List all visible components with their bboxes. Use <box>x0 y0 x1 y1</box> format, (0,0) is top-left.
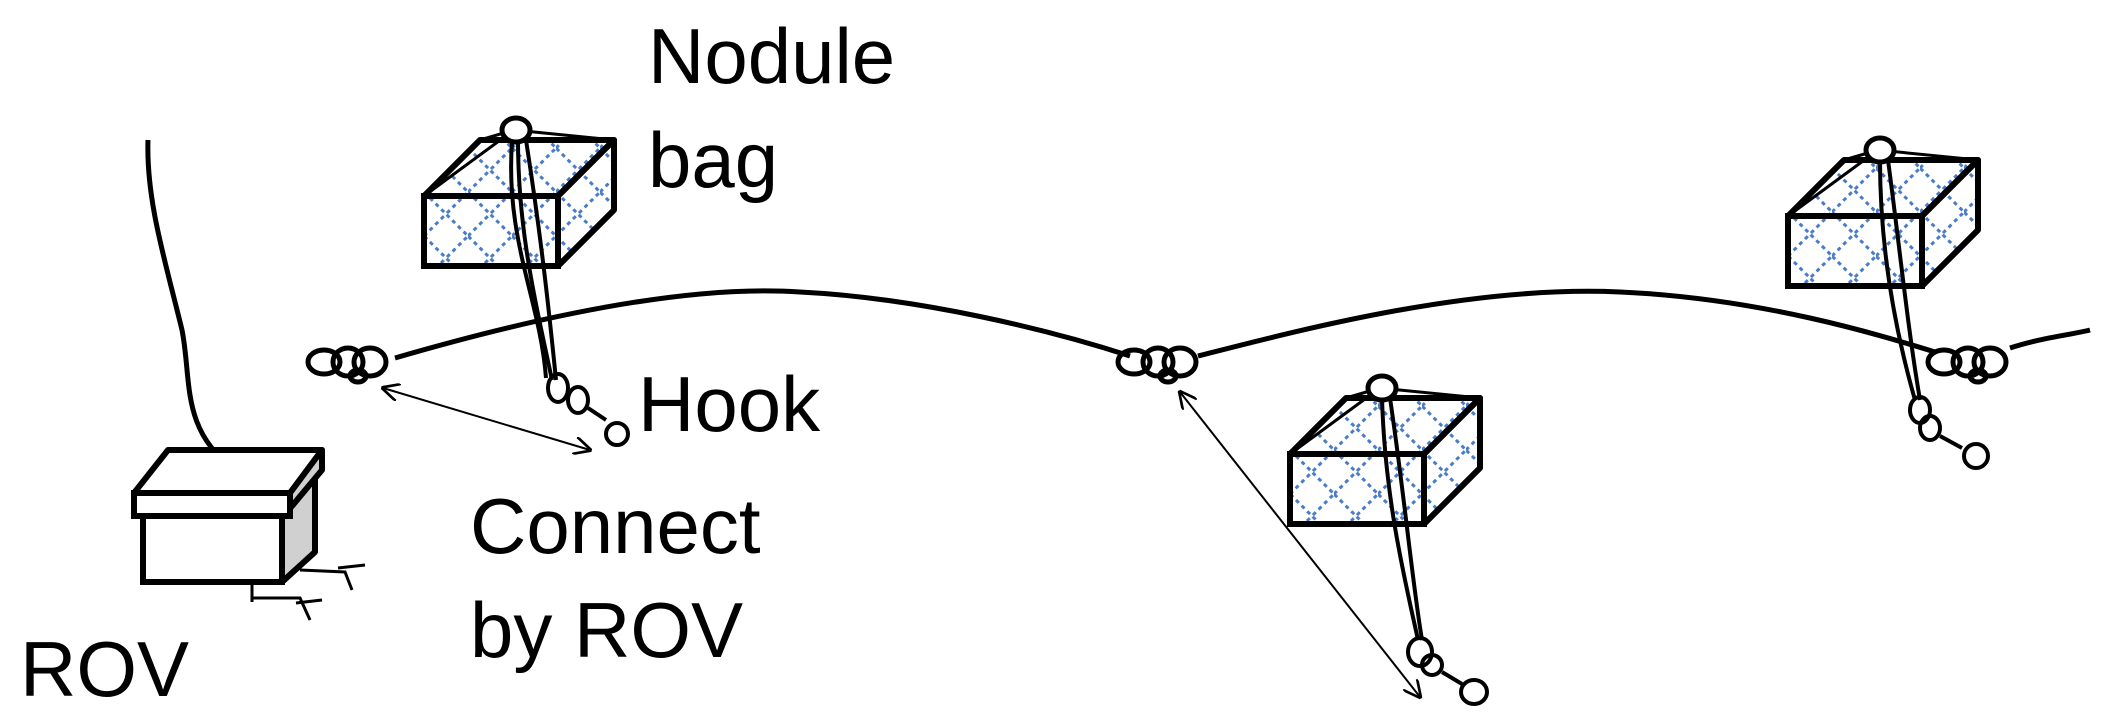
rov-manipulator-arm <box>250 563 366 621</box>
connect-arrow-left <box>383 388 590 450</box>
shackle-right <box>1928 348 2006 382</box>
connect-by-rov-label-line2: by ROV <box>470 586 744 674</box>
connect-by-rov-label-line1: Connect <box>470 482 761 570</box>
shackle-middle <box>1118 348 1196 382</box>
nodule-bag-label-line1: Nodule <box>648 12 896 100</box>
nodule-bag-label: Nodule bag <box>648 4 895 212</box>
rov-tether <box>145 139 237 473</box>
shackle-left <box>308 348 386 382</box>
bag-3-rope <box>1878 159 1990 470</box>
rov-box <box>131 447 325 585</box>
nodule-bag-label-line2: bag <box>648 116 779 204</box>
main-rope-right <box>1197 288 2091 359</box>
connect-by-rov-label: Connect by ROV <box>470 474 761 682</box>
connect-arrow-middle <box>1180 392 1420 697</box>
main-rope <box>394 288 1131 361</box>
rov-label: ROV <box>20 625 190 713</box>
hook-label: Hook <box>638 360 821 448</box>
